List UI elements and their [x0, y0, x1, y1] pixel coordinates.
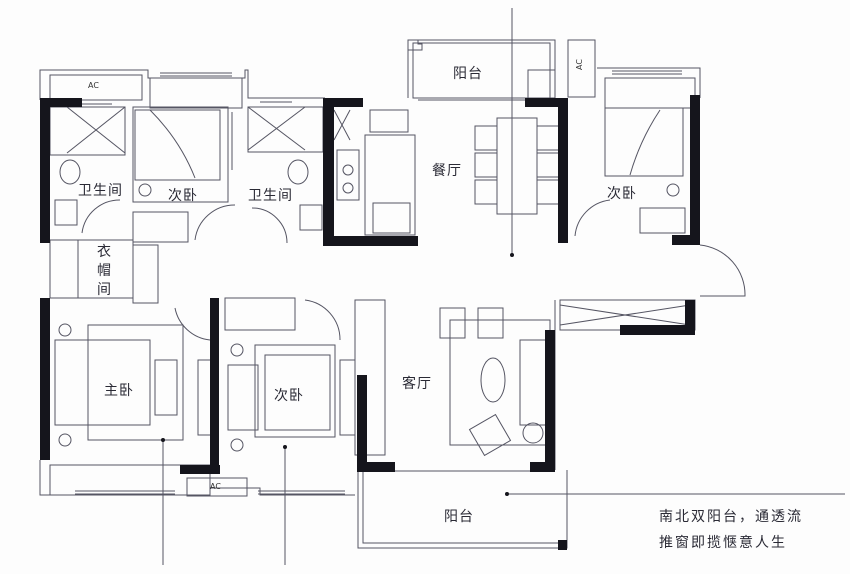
room-label-bathroom-2: 卫生间 — [248, 188, 293, 204]
closet-char-3: 间 — [97, 282, 111, 298]
south-balcony-outline — [357, 470, 568, 549]
walls — [40, 95, 700, 550]
room-label-bathroom-1: 卫生间 — [78, 183, 123, 199]
caption-line-2: 推窗即揽惬意人生 — [659, 535, 787, 551]
closet-char-2: 帽 — [97, 263, 111, 279]
room-label-living-room: 客厅 — [402, 376, 432, 392]
outer-outline-top-left — [39, 69, 325, 100]
north-balcony-outline — [407, 39, 423, 98]
room-label-north-balcony: 阳台 — [453, 66, 483, 82]
ac-unit-top-left: AC — [88, 81, 99, 90]
dining-table — [496, 117, 538, 215]
room-label-secondary-bedroom-3: 次卧 — [274, 388, 304, 404]
caption-line-1: 南北双阳台，通透流 — [659, 509, 803, 525]
closet-char-1: 衣 — [97, 244, 111, 260]
room-label-dining-room: 餐厅 — [432, 163, 462, 179]
room-label-south-balcony: 阳台 — [444, 509, 474, 525]
room-label-master-bedroom: 主卧 — [104, 383, 134, 399]
ac-unit-bottom: AC — [210, 482, 221, 491]
room-label-secondary-bedroom-1: 次卧 — [168, 188, 198, 204]
room-label-walk-in-closet: 衣 帽 间 — [96, 243, 112, 300]
room-label-secondary-bedroom-2: 次卧 — [607, 186, 637, 202]
ac-unit-top-right: AC — [574, 59, 584, 70]
